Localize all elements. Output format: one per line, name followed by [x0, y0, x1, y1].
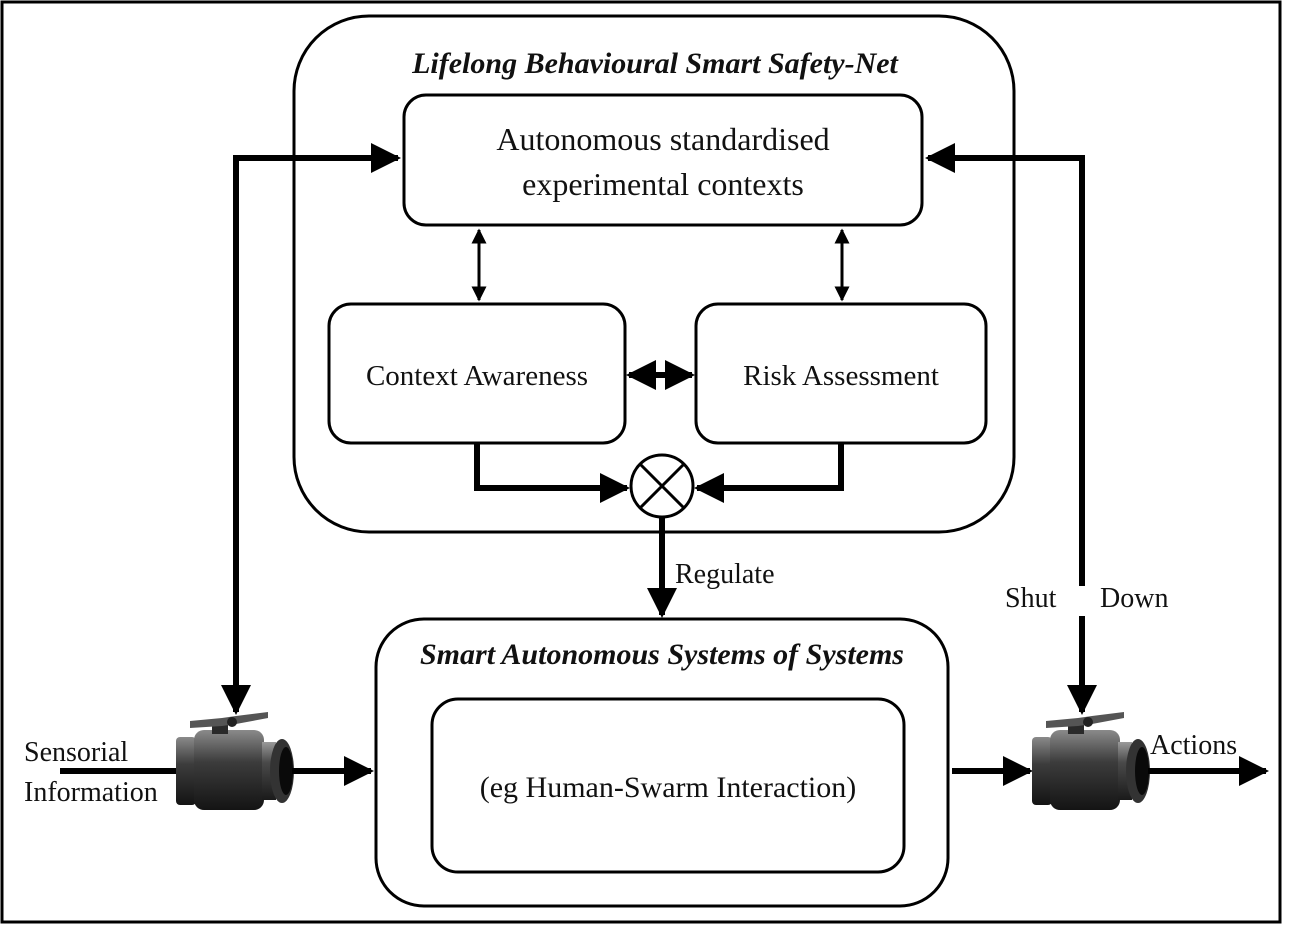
experimental-contexts-line2: experimental contexts — [522, 166, 804, 202]
regulate-label: Regulate — [675, 559, 775, 590]
valve-icon — [1032, 712, 1150, 810]
shutdown-label-right: Down — [1100, 583, 1168, 614]
shutdown-label-left: Shut — [1005, 583, 1057, 614]
shutdown-label-gap — [1072, 586, 1092, 616]
valve-icon — [176, 712, 294, 810]
sas-group-box — [374, 617, 950, 908]
shutdown-loop-line — [925, 143, 1097, 715]
experimental-contexts-box — [402, 93, 924, 227]
sensorial-label-line2: Information — [24, 777, 158, 808]
sas-title: Smart Autonomous Systems of Systems — [420, 638, 904, 671]
experimental-contexts-line1: Autonomous standardised — [496, 121, 829, 157]
human-swarm-label: (eg Human-Swarm Interaction) — [480, 771, 857, 804]
human-swarm-box — [430, 697, 906, 874]
left-loop-line — [221, 143, 401, 715]
context-awareness-label: Context Awareness — [366, 360, 588, 392]
risk-to-multiplier-arrow — [694, 444, 844, 503]
risk-assessment-label: Risk Assessment — [743, 360, 939, 392]
sensorial-label-line1: Sensorial — [24, 737, 128, 768]
actions-label: Actions — [1150, 730, 1237, 761]
safety-net-title: Lifelong Behavioural Smart Safety-Net — [411, 47, 899, 80]
context-to-multiplier-arrow — [474, 444, 630, 503]
multiply-circle-icon — [629, 453, 695, 519]
